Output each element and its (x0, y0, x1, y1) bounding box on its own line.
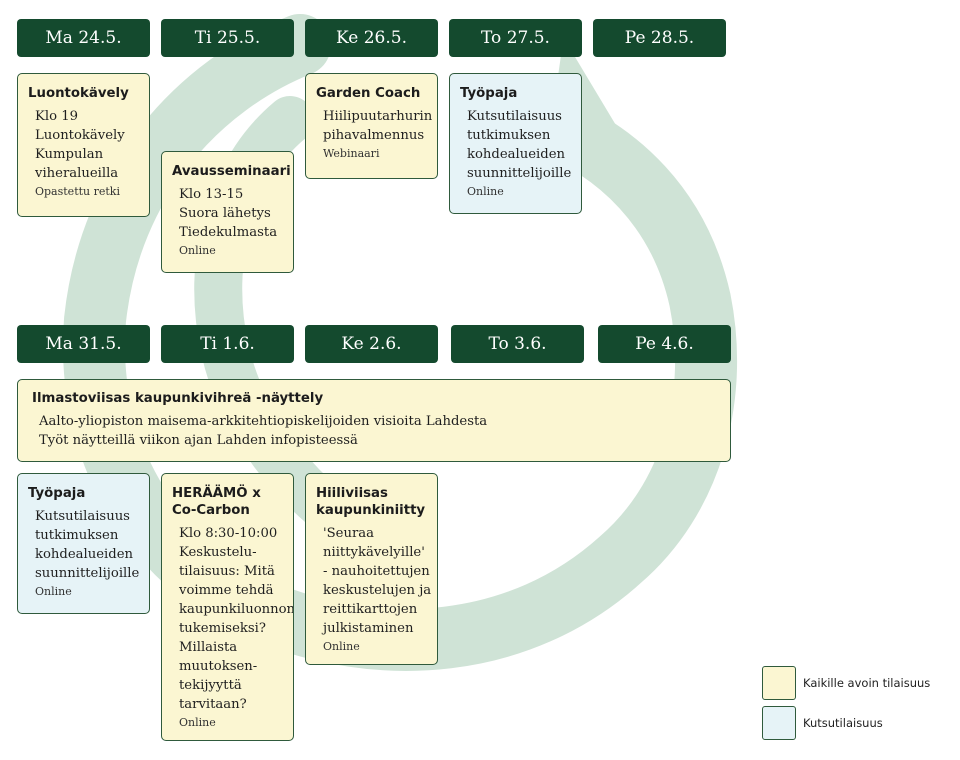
event-line: Suora lähetys (179, 206, 271, 221)
event-format: Online (179, 716, 216, 729)
legend-label-open: Kaikille avoin tilaisuus (803, 676, 931, 690)
event-title: Ilmastoviisas kaupunkivihreä -näyttely (32, 391, 324, 406)
event-line: Aalto-yliopiston maisema-arkkitehtiopisk… (39, 414, 488, 429)
event-line: Kutsutilaisuus (467, 109, 562, 124)
event-line: tutkimuksen (467, 128, 551, 143)
event-title: Hiiliviisas kaupunkiniitty (316, 486, 426, 518)
event-format: Webinaari (323, 147, 380, 160)
event-line: tukemiseksi? (179, 621, 266, 636)
event-line: suunnittelijoille (467, 166, 572, 181)
event-card-hiiliviisas-kaupunkiniitty[interactable]: Hiiliviisas kaupunkiniitty 'Seuraa niitt… (305, 473, 438, 665)
event-line: Klo 13-15 (179, 187, 244, 202)
day-header-wed-2-6: Ke 2.6. (305, 325, 438, 363)
event-line: Klo 8:30-10:00 (179, 526, 278, 541)
legend-swatch-invite (762, 706, 796, 740)
event-title: Avausseminaari (172, 164, 291, 179)
day-header-mon-24-5: Ma 24.5. (17, 19, 150, 57)
event-card-exhibition[interactable]: Ilmastoviisas kaupunkivihreä -näyttely A… (17, 379, 731, 462)
event-line: Kumpulan (35, 147, 104, 162)
day-header-wed-26-5: Ke 26.5. (305, 19, 438, 57)
day-header-tue-25-5: Ti 25.5. (161, 19, 294, 57)
event-line: muutoksen- (179, 659, 258, 674)
event-line: tilaisuus: Mitä (179, 564, 275, 579)
event-title: Garden Coach (316, 86, 421, 101)
event-format: Online (179, 244, 216, 257)
event-card-tyopaja-week2[interactable]: Työpaja Kutsutilaisuus tutkimuksen kohde… (17, 473, 150, 614)
legend-swatch-open (762, 666, 796, 700)
event-line: 'Seuraa (323, 526, 374, 541)
event-line: Klo 19 (35, 109, 78, 124)
event-line: niittykävelyille' (323, 545, 425, 560)
event-line: Hiilipuutarhurin (323, 109, 433, 124)
event-title: Luontokävely (28, 86, 129, 101)
event-line: Luontokävely (35, 128, 125, 143)
event-format: Online (467, 185, 504, 198)
day-header-thu-27-5: To 27.5. (449, 19, 582, 57)
day-header-thu-3-6: To 3.6. (451, 325, 584, 363)
event-card-tyopaja-week1[interactable]: Työpaja Kutsutilaisuus tutkimuksen kohde… (449, 73, 582, 214)
event-line: tarvitaan? (179, 697, 247, 712)
event-line: Millaista (179, 640, 238, 655)
event-title: HERÄÄMÖ x Co-Carbon (172, 486, 261, 518)
event-line: reittikarttojen (323, 602, 418, 617)
day-header-tue-1-6: Ti 1.6. (161, 325, 294, 363)
event-line: keskustelujen ja (323, 583, 432, 598)
event-format: Online (35, 585, 72, 598)
event-card-luontokavely[interactable]: Luontokävely Klo 19 Luontokävely Kumpula… (17, 73, 150, 217)
event-line: kohdealueiden (35, 547, 134, 562)
event-line: kaupunkiluonnon (179, 602, 294, 617)
event-format: Opastettu retki (35, 185, 120, 198)
day-header-mon-31-5: Ma 31.5. (17, 325, 150, 363)
event-line: Keskustelu- (179, 545, 257, 560)
day-header-fri-28-5: Pe 28.5. (593, 19, 726, 57)
event-line: Työt näytteillä viikon ajan Lahden infop… (39, 433, 358, 448)
event-line: Kutsutilaisuus (35, 509, 130, 524)
event-format: Online (323, 640, 360, 653)
event-line: viheralueilla (35, 166, 119, 181)
event-line: kohdealueiden (467, 147, 566, 162)
event-line: Tiedekulmasta (179, 225, 278, 240)
event-line: suunnittelijoille (35, 566, 140, 581)
day-header-fri-4-6: Pe 4.6. (598, 325, 731, 363)
event-line: pihavalmennus (323, 128, 425, 143)
event-line: - nauhoitettujen (323, 564, 430, 579)
event-card-heraamo-co-carbon[interactable]: HERÄÄMÖ x Co-Carbon Klo 8:30-10:00 Kesku… (161, 473, 294, 741)
event-title: Työpaja (28, 486, 86, 501)
event-title: Työpaja (460, 86, 518, 101)
event-line: tekijyyttä (179, 678, 242, 693)
event-line: tutkimuksen (35, 528, 119, 543)
legend-label-invite: Kutsutilaisuus (803, 716, 883, 730)
event-card-garden-coach[interactable]: Garden Coach Hiilipuutarhurin pihavalmen… (305, 73, 438, 179)
event-line: voimme tehdä (179, 583, 274, 598)
event-line: julkistaminen (323, 621, 414, 636)
event-card-avausseminaari[interactable]: Avausseminaari Klo 13-15 Suora lähetys T… (161, 151, 294, 273)
